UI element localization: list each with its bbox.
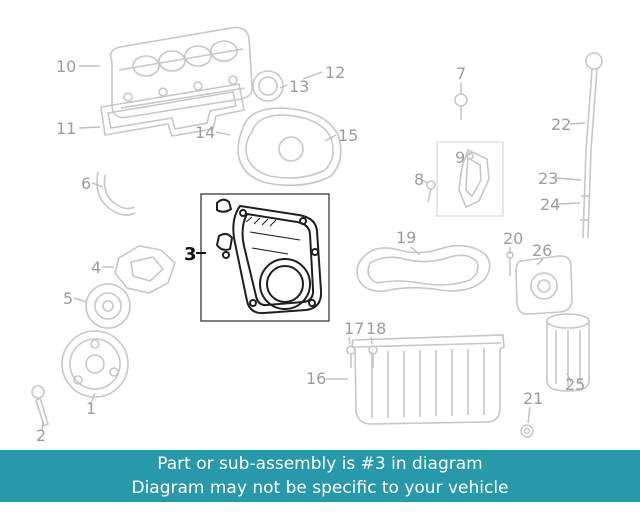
caption-line-2: Diagram may not be specific to your vehi… — [131, 477, 509, 498]
mount-bracket-part — [114, 245, 176, 294]
part-label-4: 4 — [91, 258, 101, 277]
stud-part-20 — [506, 251, 514, 276]
caption-line-1: Part or sub-assembly is #3 in diagram — [157, 453, 483, 474]
part-label-26: 26 — [532, 241, 552, 260]
stud-part-7 — [454, 93, 468, 120]
engine-cover-part — [237, 107, 342, 187]
part-label-18: 18 — [366, 319, 386, 338]
part-label-15: 15 — [338, 126, 358, 145]
leader-lines — [41, 65, 586, 432]
timing-cover-highlight-group: 3 — [184, 193, 330, 322]
part-label-14: 14 — [195, 123, 215, 142]
highlight-box — [200, 193, 330, 322]
part-label-10: 10 — [56, 57, 76, 76]
part-number-labels: 1 2 4 5 6 7 8 9 10 11 12 13 14 15 16 17 … — [36, 57, 585, 445]
part-label-17: 17 — [344, 319, 364, 338]
part-label-21: 21 — [523, 389, 543, 408]
part-label-5: 5 — [63, 289, 73, 308]
part-label-2: 2 — [36, 426, 46, 445]
part-label-6: 6 — [81, 174, 91, 193]
timing-cover-part — [215, 198, 323, 315]
part-label-9: 9 — [455, 148, 465, 167]
oil-pan-part — [351, 334, 505, 425]
part-label-16: 16 — [306, 369, 326, 388]
valve-cover-gasket-part — [100, 83, 245, 137]
part-label-19: 19 — [396, 228, 416, 247]
part-label-12: 12 — [325, 63, 345, 82]
pulley-bolt-part — [31, 385, 49, 428]
part-label-13: 13 — [289, 77, 309, 96]
drain-plug-part — [520, 424, 534, 438]
hub-flange-part — [85, 283, 131, 329]
part-label-11: 11 — [56, 119, 76, 138]
part-label-25: 25 — [565, 375, 585, 394]
dipstick-part — [580, 52, 603, 239]
oil-filler-cap-part — [252, 70, 284, 102]
bracket-box — [436, 141, 504, 217]
part-label-24: 24 — [540, 195, 560, 214]
part-label-20: 20 — [503, 229, 523, 248]
part-label-3: 3 — [184, 244, 197, 265]
crankshaft-pulley-part — [61, 330, 129, 398]
part-label-22: 22 — [551, 115, 571, 134]
part-label-7: 7 — [456, 64, 466, 83]
part-label-1: 1 — [86, 399, 96, 418]
part-label-8: 8 — [414, 170, 424, 189]
valve-cover-part — [109, 26, 253, 119]
pan-bolt-part-18 — [368, 345, 378, 368]
bracket-bolt-part-8 — [426, 180, 436, 203]
support-bracket-part — [458, 148, 490, 209]
crankshaft-seal-part — [96, 171, 136, 216]
oil-filter-housing-part — [515, 255, 573, 315]
part-label-23: 23 — [538, 169, 558, 188]
engine-parts-diagram: 3 — [31, 26, 603, 445]
caption-bar: Part or sub-assembly is #3 in diagram Di… — [0, 450, 640, 502]
baffle-plate-part — [356, 244, 491, 293]
pan-bolt-part-17 — [346, 345, 356, 368]
